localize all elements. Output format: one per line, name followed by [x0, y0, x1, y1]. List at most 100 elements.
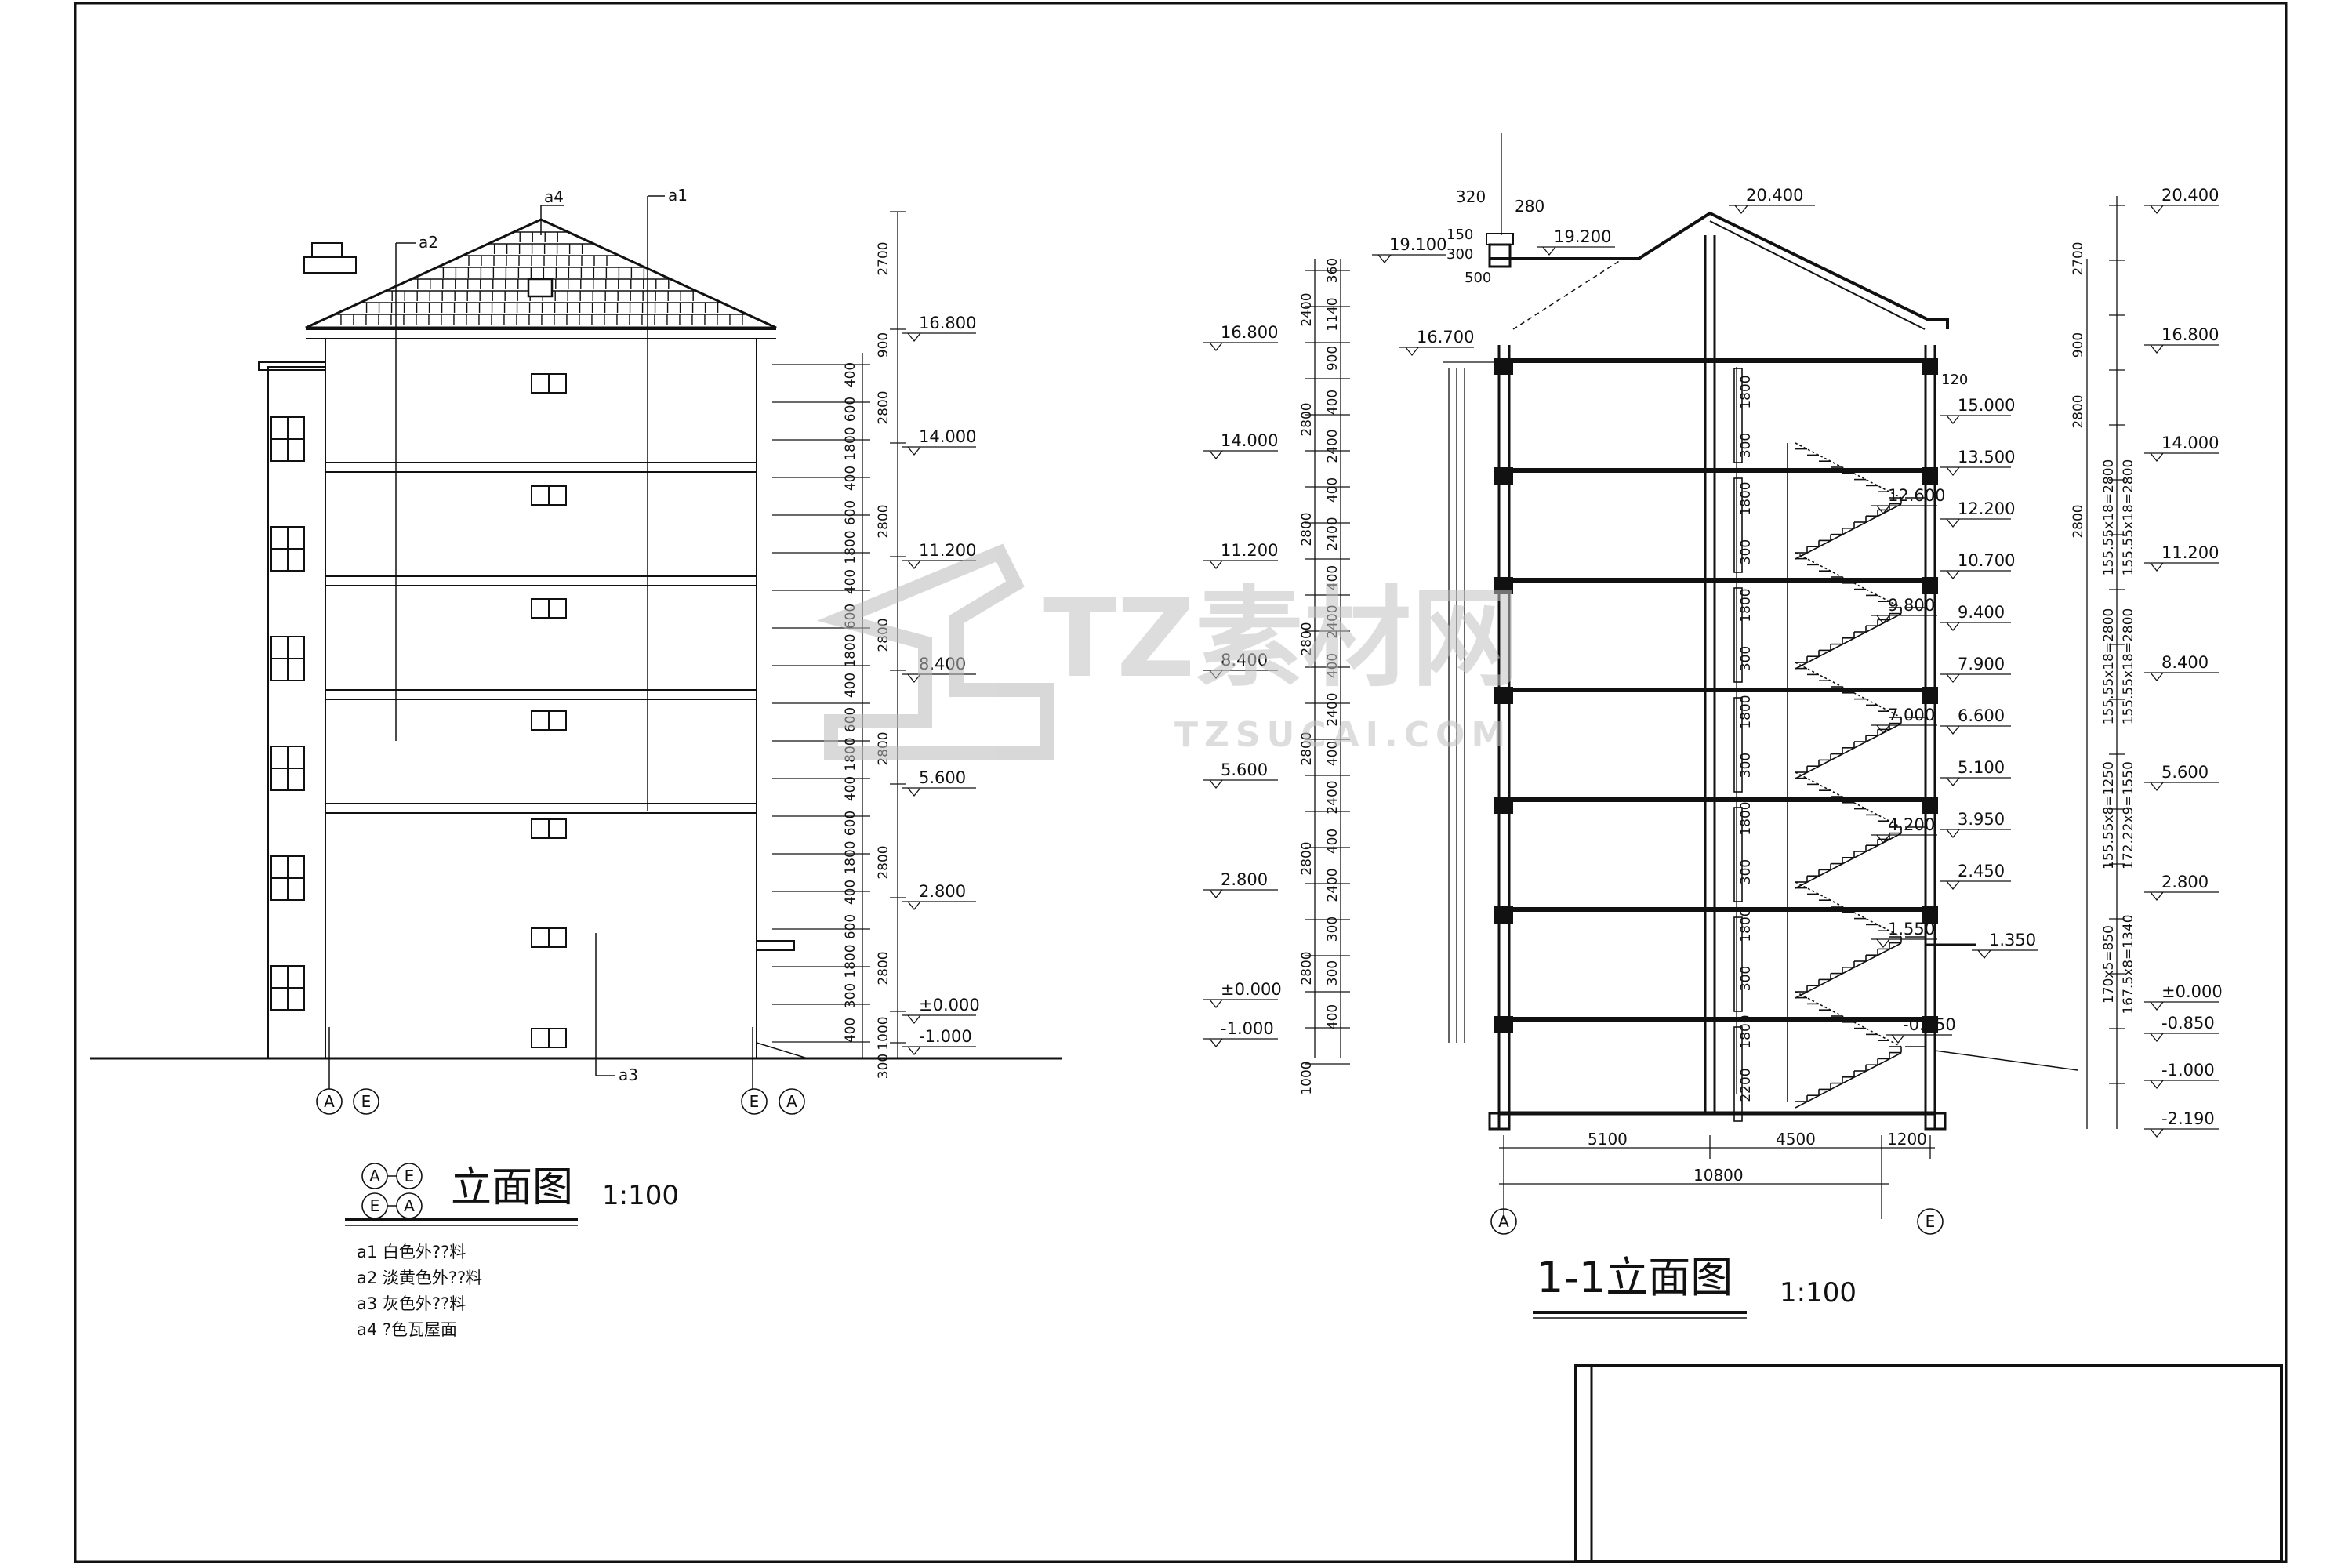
- sec-stair-dim-1: 300: [1738, 433, 1754, 458]
- door-opening-1: [1733, 477, 1743, 573]
- sec-right-b-3: 11.200: [2161, 543, 2219, 562]
- sec-stair-dim-4: 1800: [1738, 588, 1754, 622]
- slab-beam-right-4: [1922, 797, 1938, 814]
- section-roof-inner: [1709, 220, 1926, 330]
- sec-right-b-1: 16.800: [2161, 325, 2219, 344]
- sec-landing-4: 1.550: [1888, 920, 1935, 938]
- sec-right-dim-outer-2: 2800: [2071, 394, 2086, 428]
- sec-landing-6: 1.350: [1989, 931, 2036, 949]
- elev-dim-inner-18: 300: [843, 983, 858, 1008]
- sec-roof-dim-3: 120: [1941, 372, 1968, 388]
- elev-dim-inner-16: 600: [843, 914, 858, 939]
- side-wing: [267, 366, 326, 1059]
- sec-right-a-6-triangle: [1946, 725, 1960, 735]
- sec-left-level-8-triangle: [1209, 999, 1223, 1009]
- sec-left-level-7: 2.800: [1221, 870, 1268, 889]
- elev-dim-outer-1: 900: [876, 332, 891, 358]
- sec-stair-dim-5: 300: [1738, 646, 1754, 671]
- title-axis-e-bottom: E: [370, 1196, 380, 1215]
- sec-stair-dim-10: 1800: [1738, 908, 1754, 942]
- sec-left-level-0-triangle: [1377, 254, 1392, 264]
- slab-beam-left-3: [1494, 687, 1513, 704]
- sec-left-level-2-triangle: [1405, 347, 1419, 357]
- sec-landing-5-triangle: [1891, 1034, 1905, 1044]
- sec-left-dim-inner-4: 2400: [1325, 429, 1341, 463]
- elev-level-5: 2.800: [919, 882, 966, 901]
- sec-right-a-7-triangle: [1946, 777, 1960, 787]
- sec-right-b-9: -1.000: [2161, 1061, 2215, 1080]
- roof-box-2: [311, 242, 343, 258]
- legend-item-a3: a3 灰色外??料: [357, 1294, 466, 1313]
- stair-soffit: [1795, 942, 1902, 999]
- elev-axis-right-a-circle: [779, 1088, 805, 1115]
- parapet-cap: [1486, 233, 1514, 245]
- sec-right-dim-outer-0: 2700: [2071, 241, 2086, 275]
- stair-flights: [1733, 368, 1926, 1122]
- sec-roof-dim-0: 150: [1446, 227, 1473, 243]
- sec-right-dim-stair-2: 155.55x18=2800: [2101, 608, 2117, 725]
- stair-soffit: [1795, 1052, 1902, 1109]
- dim-280: 280: [1515, 197, 1544, 216]
- sec-right-b-5: 5.600: [2161, 763, 2209, 782]
- sec-right-dim-stair-3: 155.55x18=2800: [2121, 608, 2136, 725]
- elev-dim-inner-13: 600: [843, 811, 858, 836]
- sec-landing-0: 12.600: [1888, 486, 1945, 505]
- elev-level-7-triangle: [907, 1046, 921, 1056]
- stair-soffit: [1795, 833, 1902, 889]
- slab-beam-right-0: [1922, 358, 1938, 375]
- floor-slabs: [1494, 358, 1938, 1033]
- sec-stair-dim-2: 1800: [1738, 481, 1754, 515]
- door-opening-2: [1733, 587, 1743, 683]
- elev-dim-inner-9: 400: [843, 673, 858, 698]
- elev-dim-inner-0: 400: [843, 362, 858, 387]
- entry-ledge: [756, 940, 795, 951]
- sec-right-a-3-triangle: [1946, 570, 1960, 580]
- sec-landing-1: 9.800: [1888, 596, 1935, 615]
- slab-beam-left-1: [1494, 467, 1513, 485]
- dim-5100: 5100: [1588, 1130, 1628, 1149]
- sec-landing-0-triangle: [1876, 505, 1890, 515]
- sec-axis-e-circle: [1917, 1208, 1944, 1235]
- sec-landing-3-triangle: [1876, 834, 1890, 844]
- door-opening-0: [1733, 368, 1743, 463]
- elev-dim-outer-6: 2800: [876, 845, 891, 879]
- elev-axis-left-e-circle: [353, 1088, 379, 1115]
- sec-left-level-6: 5.600: [1221, 760, 1268, 779]
- stair-handrail: [1795, 442, 1902, 499]
- door-opening-5: [1733, 916, 1743, 1012]
- elev-dim-outer-0: 2700: [876, 241, 891, 275]
- sec-left-dim-inner-13: 400: [1325, 829, 1341, 854]
- slab-beam-right-1: [1922, 467, 1938, 485]
- sec-right-a-2-triangle: [1946, 518, 1960, 528]
- sec-eave-level-triangle: [1542, 246, 1556, 256]
- watermark-url: TZSUCAI.COM: [1174, 715, 1512, 755]
- watermark: TZ素材网 TZSUCAI.COM: [817, 543, 1519, 760]
- sec-right-a-0-triangle: [1946, 415, 1960, 425]
- sec-left-level-9-triangle: [1209, 1038, 1223, 1048]
- sec-left-dim-inner-8: 2400: [1325, 604, 1341, 638]
- elev-dim-inner-3: 400: [843, 466, 858, 491]
- callout-a1: a1: [668, 186, 688, 205]
- foundation-footing-right: [1924, 1112, 1947, 1131]
- sec-left-dim-inner-3: 400: [1325, 390, 1341, 415]
- sec-left-dim-inner-5: 400: [1325, 477, 1341, 503]
- elevation-title: 立面图: [451, 1164, 573, 1211]
- stair-soffit: [1795, 503, 1902, 560]
- sec-landing-6-triangle: [1977, 949, 1991, 960]
- slab-beam-left-0: [1494, 358, 1513, 375]
- sec-left-level-4: 11.200: [1221, 541, 1278, 560]
- elevation-labels: a1 a2 a4 a3: [419, 186, 688, 1084]
- sec-left-dim-outer-0: 2400: [1299, 292, 1315, 326]
- sec-right-a-9-triangle: [1946, 880, 1960, 891]
- pitched-roof: [305, 218, 777, 329]
- sec-right-a-3: 10.700: [1958, 551, 2015, 570]
- sec-right-b-4: 8.400: [2161, 653, 2209, 672]
- stair-soffit: [1795, 613, 1902, 670]
- slab-beam-right-2: [1922, 577, 1938, 594]
- elev-axis-left-e: E: [361, 1092, 372, 1111]
- sec-left-level-3-triangle: [1209, 450, 1223, 460]
